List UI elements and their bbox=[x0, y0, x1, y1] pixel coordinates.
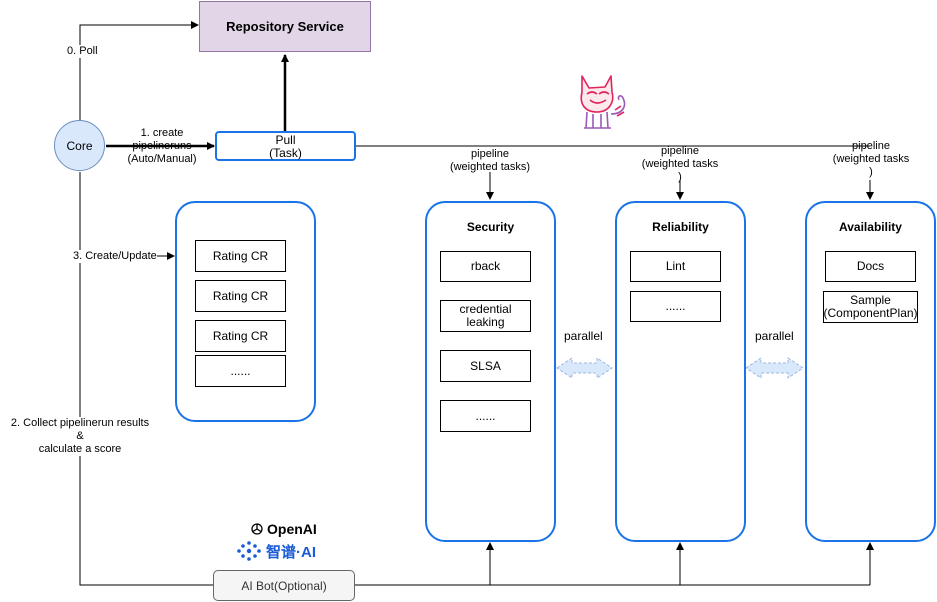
availability-item: Docs bbox=[825, 251, 916, 282]
pipeline-label-line: (weighted tasks) bbox=[449, 161, 531, 173]
collect-label-line2: & bbox=[76, 430, 84, 442]
zhipu-icon bbox=[237, 541, 261, 561]
pull-task-node: Pull (Task) bbox=[215, 131, 356, 161]
zhipu-logo: 智谱·AI bbox=[236, 540, 316, 562]
poll-label: 0. Poll bbox=[67, 45, 98, 58]
openai-icon bbox=[251, 523, 263, 535]
pull-sublabel: (Task) bbox=[269, 146, 302, 160]
rating-cr-item: Rating CR bbox=[195, 240, 286, 272]
repository-service-label: Repository Service bbox=[226, 19, 344, 34]
reliability-title: Reliability bbox=[652, 220, 709, 234]
parallel-arrow-2 bbox=[745, 357, 804, 379]
reliability-item: Lint bbox=[630, 251, 721, 282]
pipeline-label-line: pipeline bbox=[661, 145, 699, 157]
pipeline-label-reliability: pipeline (weighted tasks ) bbox=[630, 145, 730, 184]
create-label-line3: (Auto/Manual) bbox=[127, 153, 197, 165]
pipeline-label-availability: pipeline (weighted tasks ) bbox=[821, 140, 921, 179]
ai-bot-node: AI Bot(Optional) bbox=[213, 570, 355, 601]
ai-bot-label: AI Bot(Optional) bbox=[241, 578, 327, 593]
collect-label: 2. Collect pipelinerun results & calcula… bbox=[8, 417, 152, 456]
parallel-arrow-1 bbox=[556, 357, 613, 379]
availability-item: Sample (ComponentPlan) bbox=[823, 291, 918, 323]
create-label-line2: pipelineruns bbox=[132, 140, 192, 152]
update-label: 3. Create/Update bbox=[73, 250, 157, 263]
core-node: Core bbox=[54, 120, 105, 171]
availability-title: Availability bbox=[839, 220, 902, 234]
pipeline-label-line: (weighted tasks bbox=[832, 153, 910, 165]
security-item: credential leaking bbox=[440, 300, 531, 332]
collect-connector bbox=[79, 172, 213, 586]
rating-cr-item: ...... bbox=[195, 355, 286, 387]
openai-label: OpenAI bbox=[267, 521, 317, 537]
rating-cr-item: Rating CR bbox=[195, 320, 286, 352]
pipeline-label-line: pipeline bbox=[852, 140, 890, 152]
pipeline-label-line: ) bbox=[678, 171, 682, 183]
pull-label: Pull bbox=[275, 133, 296, 147]
collect-label-line1: 2. Collect pipelinerun results bbox=[10, 417, 150, 429]
poll-connector bbox=[79, 21, 199, 120]
reliability-item: ...... bbox=[630, 291, 721, 322]
pipeline-label-line: pipeline bbox=[471, 148, 509, 160]
security-title: Security bbox=[466, 220, 515, 234]
pipeline-label-security: pipeline (weighted tasks) bbox=[440, 148, 540, 174]
cat-mascot-icon bbox=[580, 75, 626, 129]
parallel-label: parallel bbox=[564, 329, 603, 343]
security-item: SLSA bbox=[440, 350, 531, 382]
pipeline-label-line: ) bbox=[869, 166, 873, 178]
security-item: ...... bbox=[440, 400, 531, 432]
create-label: 1. create pipelineruns (Auto/Manual) bbox=[124, 127, 200, 166]
security-item: rback bbox=[440, 251, 531, 282]
parallel-label: parallel bbox=[755, 329, 794, 343]
repository-service-node: Repository Service bbox=[199, 1, 371, 52]
openai-logo: OpenAI bbox=[250, 521, 317, 537]
collect-label-line3: calculate a score bbox=[38, 443, 122, 455]
create-label-line1: 1. create bbox=[140, 127, 184, 139]
rating-cr-item: Rating CR bbox=[195, 280, 286, 312]
core-label: Core bbox=[66, 138, 93, 153]
zhipu-label: 智谱·AI bbox=[266, 543, 316, 561]
pipeline-label-line: (weighted tasks bbox=[641, 158, 719, 170]
